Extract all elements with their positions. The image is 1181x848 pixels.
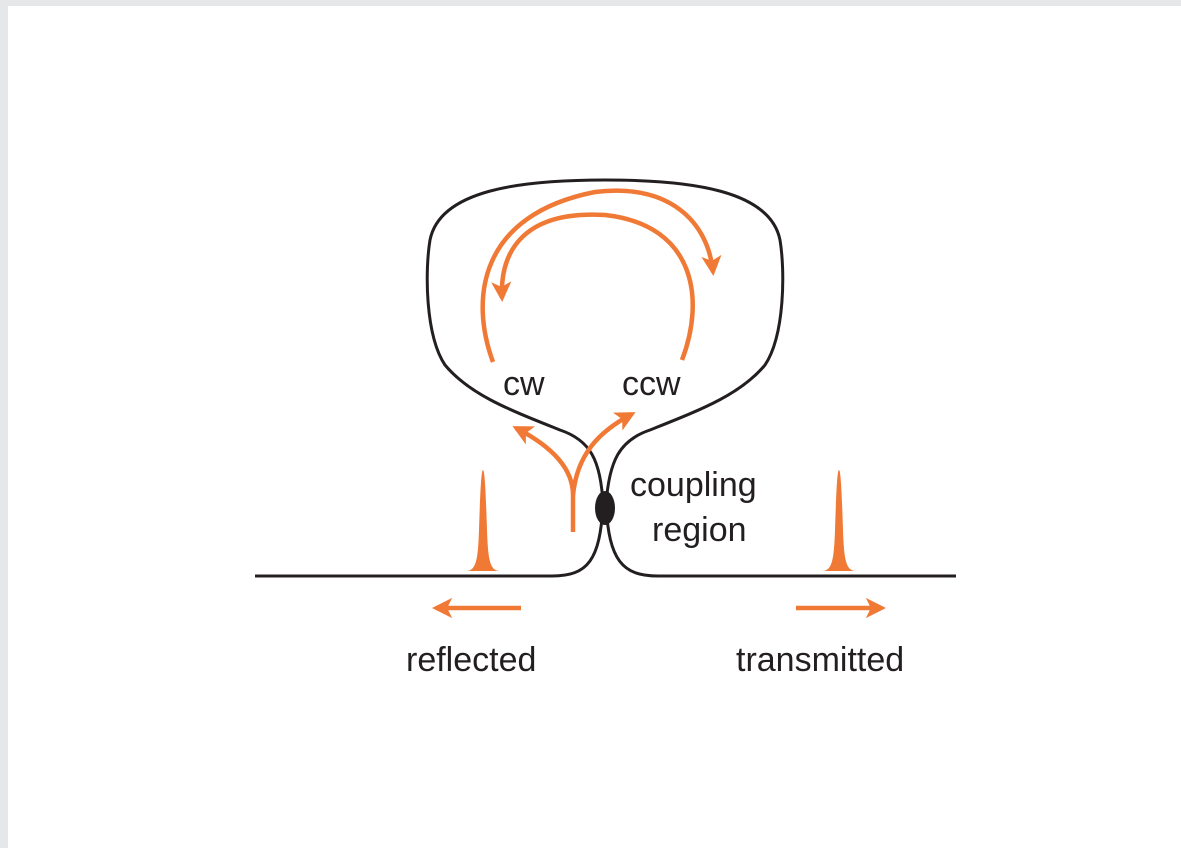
coupling-label: coupling	[630, 466, 757, 504]
reflected-label: reflected	[406, 641, 536, 679]
incoming-split-left-arrow	[512, 425, 576, 532]
bus-waveguide-left	[255, 504, 605, 578]
reflected-pulse	[466, 470, 500, 571]
loop-resonator	[425, 178, 785, 506]
transmitted-label: transmitted	[736, 641, 904, 679]
region-label: region	[652, 511, 747, 549]
ccw-arrow	[491, 212, 695, 361]
cw-arrow	[480, 188, 722, 363]
cw-label: cw	[503, 365, 545, 403]
transmitted-pulse	[822, 470, 856, 571]
incoming-split-right-arrow	[570, 412, 636, 496]
coupling-point	[595, 491, 615, 525]
diagram-frame: cw ccw coupling region reflected transmi…	[8, 6, 1181, 848]
loop-resonator-diagram: cw ccw coupling region reflected transmi…	[255, 178, 956, 679]
ccw-label: ccw	[622, 365, 681, 403]
